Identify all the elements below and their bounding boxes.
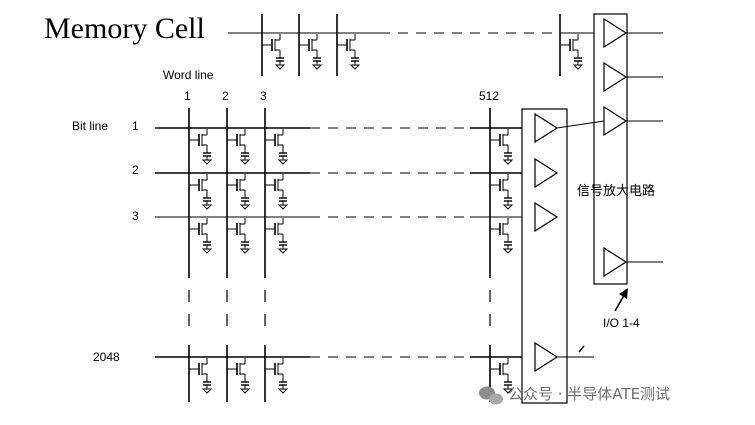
diagram-title: Memory Cell bbox=[44, 12, 205, 45]
word-line-number-2: 2 bbox=[222, 89, 229, 103]
array-cells bbox=[188, 128, 513, 394]
watermark: 公众号 · 半导体ATE测试 bbox=[479, 385, 670, 405]
bit-line-label: Bit line bbox=[72, 119, 108, 133]
bit-line-number-3: 3 bbox=[132, 209, 139, 223]
array-word-lines bbox=[188, 108, 491, 402]
word-line-label: Word line bbox=[163, 68, 214, 82]
io-amplifier-box bbox=[593, 13, 628, 285]
bit-line-number-2048: 2048 bbox=[93, 350, 120, 364]
io-arrow bbox=[614, 288, 628, 312]
bit-line-number-1: 1 bbox=[132, 119, 139, 133]
word-line-number-3: 3 bbox=[260, 89, 267, 103]
bit-line-number-2: 2 bbox=[132, 163, 139, 177]
array-bit-lines bbox=[155, 127, 535, 358]
io-output-lines bbox=[626, 32, 663, 263]
top-cells bbox=[261, 33, 583, 70]
watermark-text: 公众号 · 半导体ATE测试 bbox=[508, 385, 670, 403]
wechat-icon bbox=[479, 386, 503, 405]
io-label: I/O 1-4 bbox=[603, 316, 640, 330]
word-line-number-1: 1 bbox=[184, 89, 191, 103]
amplifier-circuit-label: 信号放大电路 bbox=[577, 183, 655, 198]
word-line-number-512: 512 bbox=[479, 89, 499, 103]
sense-output-lines bbox=[556, 120, 605, 358]
